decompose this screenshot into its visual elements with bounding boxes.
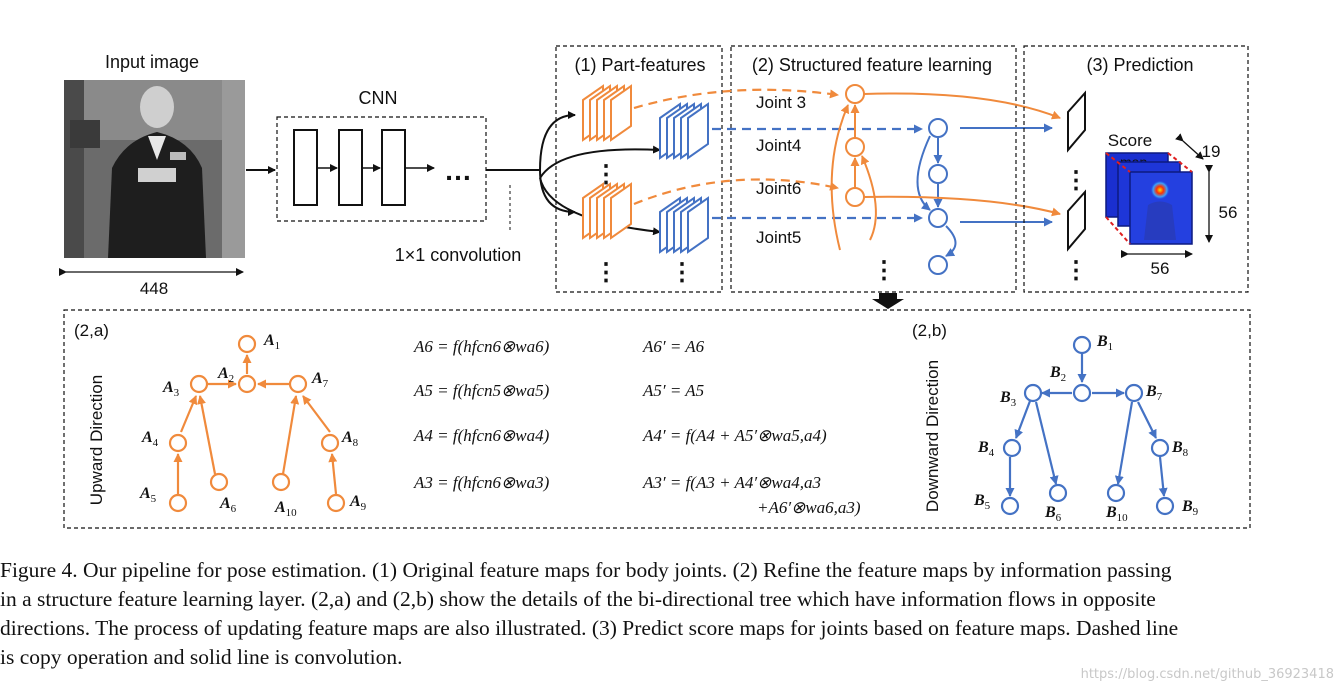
cnn-ellipsis: … — [444, 155, 472, 186]
prediction-map-bottom — [1067, 189, 1086, 252]
input-photo — [64, 80, 245, 258]
svg-text:A8: A8 — [341, 429, 359, 449]
conv-arrow-orange-top — [863, 92, 1061, 120]
watermark: https://blog.csdn.net/github_36923418 — [1080, 667, 1334, 682]
dim-19-label: 19 — [1202, 142, 1221, 161]
svg-text:A7: A7 — [311, 370, 329, 390]
caption-line-1: Figure 4. Our pipeline for pose estimati… — [0, 558, 1172, 582]
vdots-pred-mid: ⋮ — [1064, 167, 1088, 194]
dim-19-arrow — [1175, 133, 1204, 160]
caption-line-4: is copy operation and solid line is conv… — [0, 645, 403, 669]
vdots-structured: ⋮ — [872, 257, 896, 284]
svg-text:B5: B5 — [973, 492, 991, 512]
svg-text:A6: A6 — [219, 495, 237, 515]
panel-a-label: (2,a) — [74, 321, 109, 340]
eq-a6: A6 = f(hfcn6⊗wa6) — [413, 337, 550, 356]
vdots-orange-mid: ⋮ — [594, 161, 618, 188]
orange-feature-stack-bottom — [582, 182, 632, 240]
eq-a6-prime: A6′ = A6 — [642, 337, 705, 356]
figure-caption: Figure 4. Our pipeline for pose estimati… — [0, 556, 1344, 672]
eq-a4-prime: A4′ = f(A4 + A5′⊗wa5,a4) — [642, 426, 827, 445]
svg-text:B8: B8 — [1171, 439, 1189, 459]
section-prediction-box — [1023, 45, 1249, 293]
branch-top-arrow — [539, 111, 576, 171]
copy-arrow-orange-top — [633, 88, 839, 110]
eq-a3: A3 = f(hfcn6⊗wa3) — [413, 473, 550, 492]
input-width-label: 448 — [140, 279, 168, 298]
svg-text:B6: B6 — [1044, 504, 1062, 524]
eq-a4: A4 = f(hfcn6⊗wa4) — [413, 426, 550, 445]
svg-text:B3: B3 — [999, 389, 1017, 409]
caption-line-3: directions. The process of updating feat… — [0, 616, 1179, 640]
svg-text:A4: A4 — [141, 429, 159, 449]
cnn-layer-3 — [381, 129, 406, 206]
joint-5-label: Joint5 — [756, 228, 801, 247]
svg-text:B2: B2 — [1049, 364, 1066, 384]
section-part-features-title: (1) Part-features — [574, 55, 705, 75]
vdots-pred-bottom: ⋮ — [1064, 257, 1088, 284]
tree-b-nodes — [1000, 335, 1175, 516]
joint-6-label: Joint6 — [756, 179, 801, 198]
tree-a-edges — [173, 354, 338, 495]
section-prediction-title: (3) Prediction — [1086, 55, 1193, 75]
svg-text:B7: B7 — [1145, 383, 1163, 403]
tree-b-edges — [1005, 354, 1168, 497]
vdots-orange-bottom: ⋮ — [594, 259, 618, 286]
blue-feature-stack-bottom — [659, 196, 709, 254]
svg-text:A1: A1 — [263, 332, 280, 352]
svg-text:B4: B4 — [977, 439, 995, 459]
svg-text:A2: A2 — [217, 365, 234, 385]
cnn-layer-1 — [293, 129, 318, 206]
conv-arrow-orange-bottom — [863, 195, 1061, 217]
joint-4-label: Joint4 — [756, 136, 801, 155]
conv-label: 1×1 convolution — [395, 245, 522, 265]
svg-text:A9: A9 — [349, 493, 367, 513]
eq-a3-prime-cont: +A6′⊗wa6,a3) — [757, 498, 861, 517]
section-structured-title: (2) Structured feature learning — [752, 55, 992, 75]
cnn-layer-2 — [338, 129, 363, 206]
eq-a3-prime: A3′ = f(A3 + A4′⊗wa4,a3 — [642, 473, 821, 492]
dim-56-bottom-label: 56 — [1151, 259, 1170, 278]
eq-a5: A5 = f(hfcn5⊗wa5) — [413, 381, 550, 400]
section-part-features-box — [555, 45, 723, 293]
down-arrow-to-details — [872, 293, 904, 309]
tree-a-labels: A1 A2 A3 A4 A5 A6 A7 A8 A9 A10 — [139, 332, 367, 519]
copy-arrow-orange-bottom — [633, 178, 839, 206]
caption-line-2: in a structure feature learning layer. (… — [0, 587, 1156, 611]
panel-b-label: (2,b) — [912, 321, 947, 340]
equations: A6 = f(hfcn6⊗wa6) A5 = f(hfcn5⊗wa5) A4 =… — [413, 337, 861, 517]
svg-text:A3: A3 — [162, 379, 180, 399]
svg-text:B9: B9 — [1181, 498, 1199, 518]
eq-a5-prime: A5′ = A5 — [642, 381, 704, 400]
section-structured-box — [730, 45, 1017, 293]
pipeline-diagram: Input image 448 CNN … 1×1 convolution (1… — [59, 45, 1251, 529]
svg-text:A10: A10 — [274, 499, 297, 519]
blue-node-chain — [928, 118, 948, 275]
cnn-label: CNN — [359, 88, 398, 108]
score-map-stack: map — [1105, 152, 1193, 245]
svg-text:A5: A5 — [139, 485, 157, 505]
joint-3-label: Joint 3 — [756, 93, 806, 112]
orange-feature-stack-top — [582, 84, 632, 142]
score-label: Score — [1108, 131, 1152, 150]
dim-56-side-label: 56 — [1219, 203, 1238, 222]
prediction-map-top — [1067, 90, 1086, 153]
svg-text:B10: B10 — [1105, 504, 1128, 524]
input-image-label: Input image — [105, 52, 199, 72]
tree-a-nodes — [168, 334, 346, 513]
vdots-blue-bottom: ⋮ — [670, 259, 694, 286]
blue-feature-stack-top — [659, 102, 709, 160]
downward-direction-label: Downward Direction — [923, 360, 942, 512]
upward-direction-label: Upward Direction — [87, 375, 106, 505]
svg-text:B1: B1 — [1096, 333, 1113, 353]
details-panel-box — [63, 309, 1251, 529]
tree-b-labels: B1 B2 B3 B4 B5 B6 B7 B8 B9 B10 — [973, 333, 1199, 524]
